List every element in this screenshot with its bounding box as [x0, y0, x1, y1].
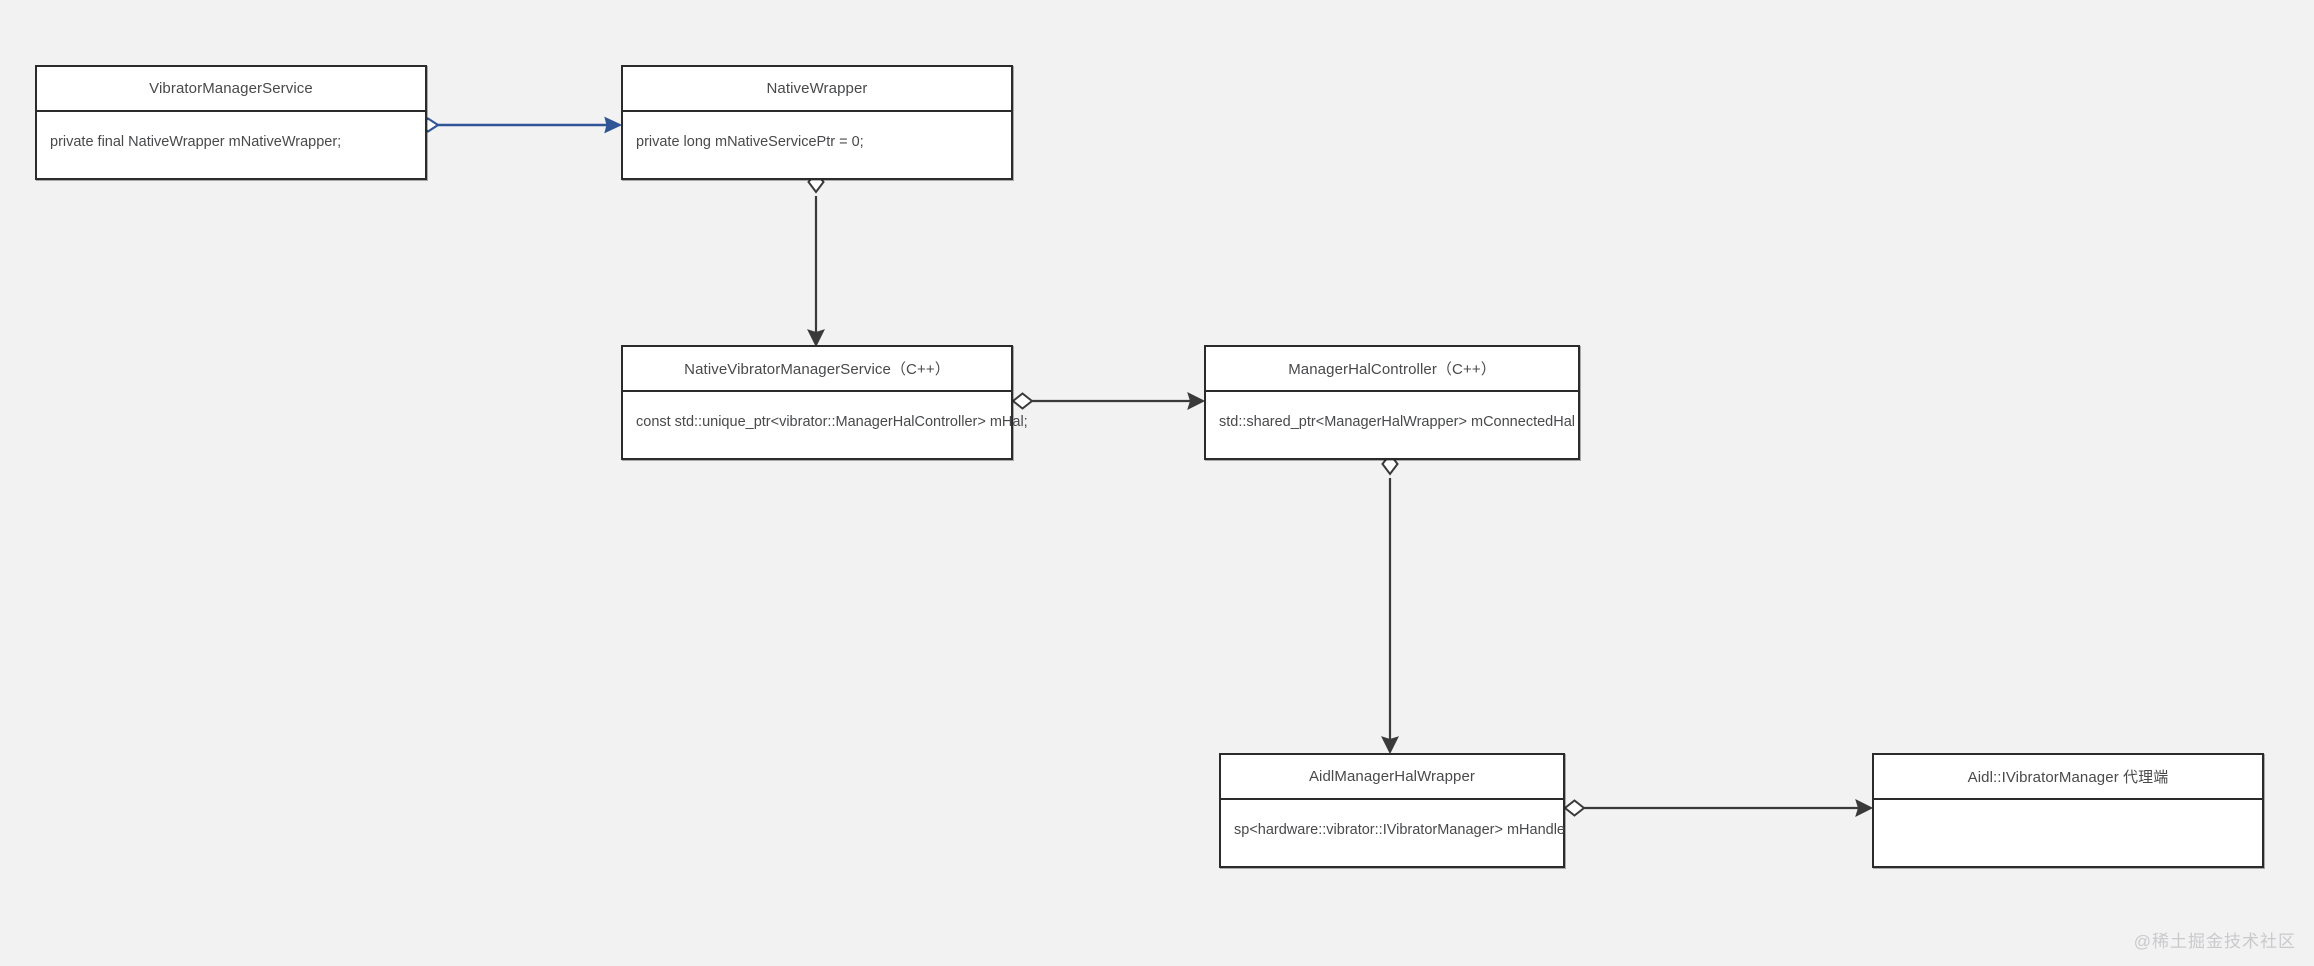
class-attributes: const std::unique_ptr<vibrator::ManagerH… — [623, 392, 1028, 458]
aggregation-diamond — [1563, 799, 1586, 817]
edge-nativewrapper-to-nvms — [807, 170, 825, 348]
class-name: NativeVibratorManagerService（C++） — [684, 361, 950, 378]
edge-nvms-to-mhc — [1011, 392, 1206, 410]
class-attributes: private long mNativeServicePtr = 0; — [623, 112, 1011, 178]
class-box-aidl-manager-hal-wrapper[interactable]: AidlManagerHalWrapper sp<hardware::vibra… — [1219, 753, 1565, 868]
class-attributes — [1874, 800, 2262, 866]
class-attribute: std::shared_ptr<ManagerHalWrapper> mConn… — [1219, 414, 1575, 431]
class-attributes: sp<hardware::vibrator::IVibratorManager>… — [1221, 800, 1565, 866]
class-attributes: std::shared_ptr<ManagerHalWrapper> mConn… — [1206, 392, 1578, 458]
class-box-aidl-ivibratormanager-proxy[interactable]: Aidl::IVibratorManager 代理端 — [1872, 753, 2264, 868]
class-box-native-wrapper[interactable]: NativeWrapper private long mNativeServic… — [621, 65, 1013, 180]
class-name: Aidl::IVibratorManager 代理端 — [1967, 769, 2169, 786]
class-attribute: private final NativeWrapper mNativeWrapp… — [50, 134, 342, 151]
class-attributes: private final NativeWrapper mNativeWrapp… — [37, 112, 425, 178]
watermark: @稀土掘金技术社区 — [2133, 932, 2296, 951]
class-attribute: private long mNativeServicePtr = 0; — [636, 134, 864, 151]
class-attribute: const std::unique_ptr<vibrator::ManagerH… — [636, 414, 1028, 431]
class-header: Aidl::IVibratorManager 代理端 — [1874, 755, 2262, 800]
class-name: AidlManagerHalWrapper — [1308, 768, 1476, 785]
arrow-head — [1187, 392, 1206, 410]
class-box-native-vibrator-manager-service[interactable]: NativeVibratorManagerService（C++） const … — [621, 345, 1028, 460]
class-header: NativeVibratorManagerService（C++） — [623, 347, 1011, 392]
class-header: NativeWrapper — [623, 67, 1011, 112]
class-box-vibrator-manager-service[interactable]: VibratorManagerService private final Nat… — [35, 65, 427, 180]
class-box-manager-hal-controller[interactable]: ManagerHalController（C++） std::shared_pt… — [1204, 345, 1580, 460]
class-name: VibratorManagerService — [149, 80, 313, 97]
arrow-head — [1381, 736, 1399, 755]
class-header: VibratorManagerService — [37, 67, 425, 112]
edge-vms-to-nativewrapper — [415, 116, 623, 134]
class-attribute: sp<hardware::vibrator::IVibratorManager>… — [1234, 822, 1565, 839]
class-header: AidlManagerHalWrapper — [1221, 755, 1563, 800]
edge-mhc-to-aidlwrapper — [1381, 452, 1399, 755]
class-name: ManagerHalController（C++） — [1288, 361, 1496, 378]
arrow-head — [807, 329, 825, 348]
class-name: NativeWrapper — [766, 80, 868, 97]
arrow-head — [1855, 799, 1874, 817]
aggregation-diamond — [1011, 392, 1034, 410]
arrow-head — [604, 116, 623, 134]
class-header: ManagerHalController（C++） — [1206, 347, 1578, 392]
